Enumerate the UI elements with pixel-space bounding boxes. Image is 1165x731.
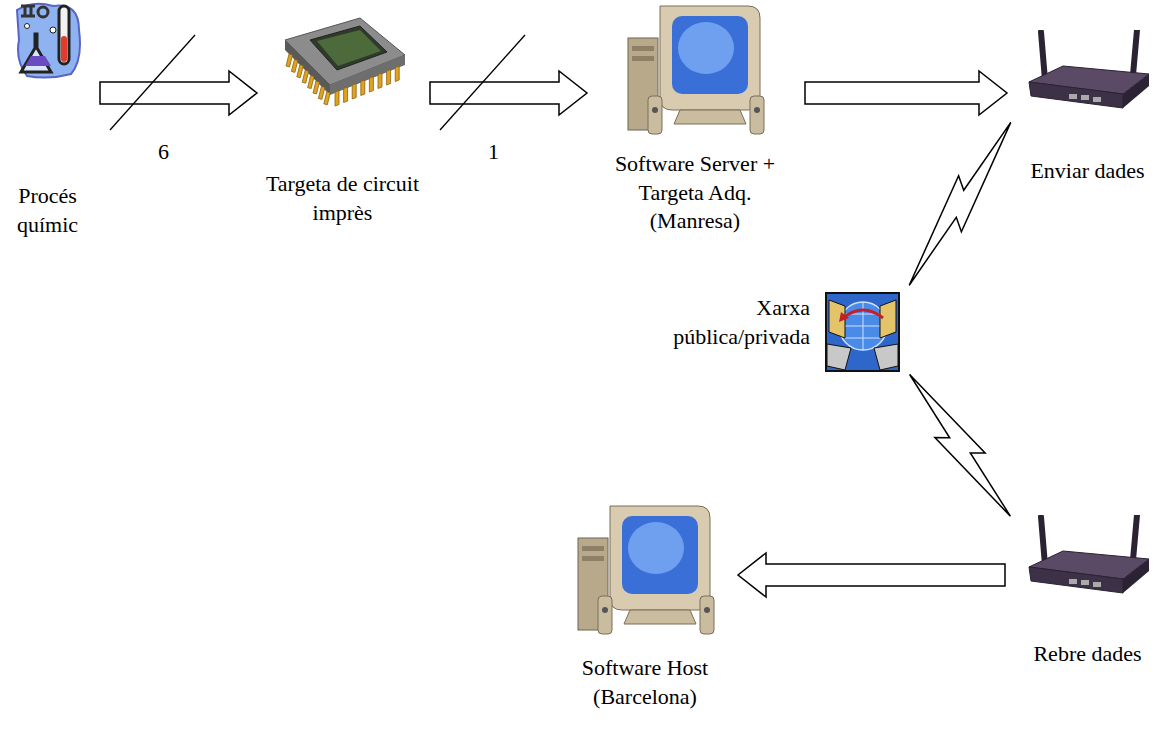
pc-icon — [570, 500, 720, 640]
lightning-link — [909, 122, 1011, 285]
block-arrow — [430, 71, 587, 115]
block-arrow — [100, 71, 257, 115]
connector — [805, 71, 1007, 115]
icon-node: Targeta de circuit imprès — [265, 10, 420, 227]
node-label: Enviar dades — [1015, 157, 1160, 186]
icon-node: Xarxa pública/privada — [670, 292, 905, 372]
icon-node: Software Server + Targeta Adq. (Manresa) — [595, 0, 795, 236]
lightning-link — [910, 375, 1011, 517]
connector — [909, 122, 1011, 285]
node-label: Software Server + Targeta Adq. (Manresa) — [595, 150, 795, 236]
node-label: Xarxa pública/privada — [670, 294, 810, 351]
router-icon — [1023, 515, 1153, 600]
connector — [100, 35, 257, 130]
chip-icon — [275, 10, 410, 135]
bus-width: 6 — [158, 141, 169, 163]
icon-node: Software Host (Barcelona) — [560, 500, 730, 711]
node-label: Targeta de circuit imprès — [265, 170, 420, 227]
block-arrow — [805, 71, 1007, 115]
connector — [430, 35, 587, 130]
bus-slash — [440, 35, 525, 130]
node-label: Software Host (Barcelona) — [560, 654, 730, 711]
pc-icon — [620, 0, 770, 140]
bus-width: 1 — [488, 141, 499, 163]
icon-node: Rebre dades — [1015, 515, 1160, 669]
chem-icon — [13, 0, 83, 80]
icon-node: Enviar dades — [1015, 30, 1160, 186]
node-label: Procés químic — [5, 182, 90, 239]
connector — [910, 375, 1011, 517]
connector — [738, 553, 1005, 597]
router-icon — [1023, 30, 1153, 115]
bus-slash — [110, 35, 195, 130]
net-icon — [825, 292, 900, 372]
icon-node: Procés químic — [5, 0, 90, 239]
block-arrow — [738, 553, 1005, 597]
node-label: Rebre dades — [1015, 640, 1160, 669]
